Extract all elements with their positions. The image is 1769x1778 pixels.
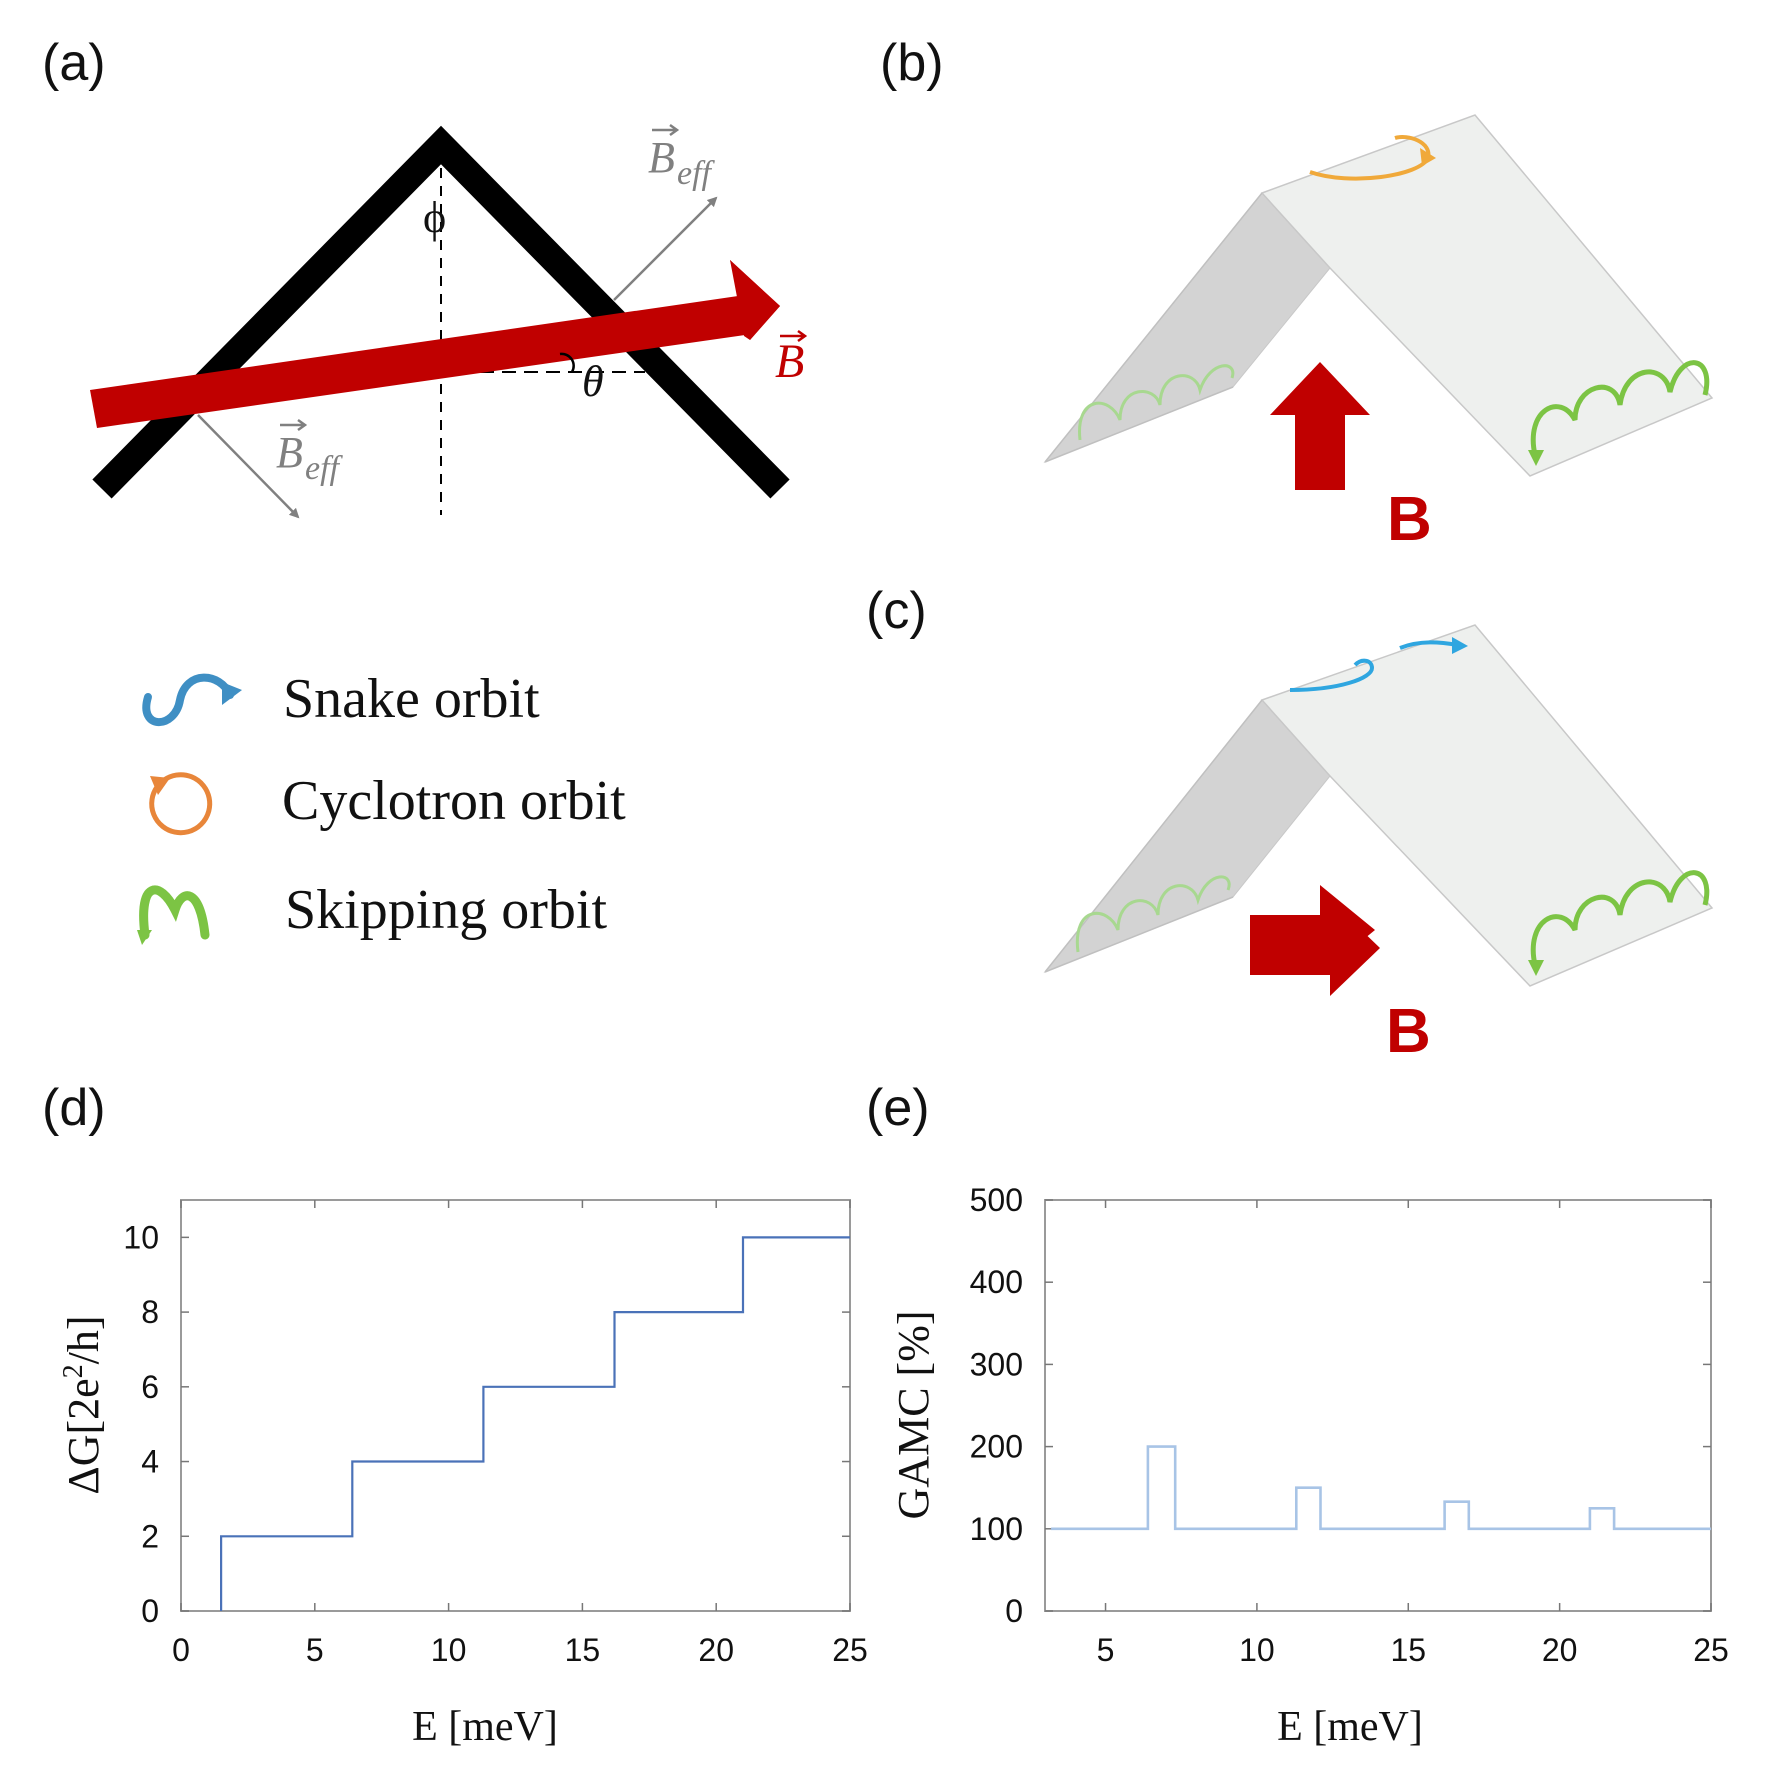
x-tick-label: 5 xyxy=(1097,1632,1115,1668)
theta-label: θ xyxy=(582,357,604,406)
b-field-label: B xyxy=(775,329,808,388)
panel-c-diagram: B xyxy=(1043,624,1714,1066)
y-axis-label: GAMC [%] xyxy=(889,1311,938,1520)
plot-frame xyxy=(180,1199,851,1612)
x-tick-label: 0 xyxy=(172,1632,190,1668)
x-tick-label: 20 xyxy=(698,1632,734,1668)
field-arrow-up xyxy=(1270,362,1370,490)
panel-b-diagram: B xyxy=(1043,114,1714,554)
beff-label-lower: B eff xyxy=(276,418,344,487)
cyclotron-orbit-icon xyxy=(1309,135,1436,181)
svg-text:eff: eff xyxy=(305,450,344,487)
x-axis-label: E [meV] xyxy=(1277,1704,1423,1750)
series-line xyxy=(1051,1445,1711,1531)
x-tick-label: 10 xyxy=(431,1632,467,1668)
panel-label-b: (b) xyxy=(880,34,944,92)
field-arrow-head-fill xyxy=(730,260,780,340)
panel-label-c: (c) xyxy=(866,582,927,640)
field-label: B xyxy=(1386,997,1431,1066)
svg-text:eff: eff xyxy=(677,155,716,192)
y-tick-label: 100 xyxy=(970,1511,1023,1547)
plot-frame xyxy=(1044,1199,1712,1612)
legend-label: Skipping orbit xyxy=(285,879,607,941)
y-tick-labels: 0 2 4 6 8 10 xyxy=(123,1219,159,1629)
svg-text:B: B xyxy=(276,428,303,477)
panel-label-e: (e) xyxy=(866,1079,930,1137)
x-tick-label: 25 xyxy=(832,1632,868,1668)
x-tick-label: 15 xyxy=(565,1632,601,1668)
beff-arrow-lower xyxy=(197,414,300,519)
snake-orbit-icon xyxy=(142,673,242,727)
x-tick-labels: 0 5 10 15 20 25 xyxy=(172,1632,868,1668)
legend-item-cyclotron: Cyclotron orbit xyxy=(149,770,626,836)
y-tick-label: 200 xyxy=(970,1429,1023,1465)
legend-item-skipping: Skipping orbit xyxy=(137,879,607,945)
vector-arrow-icon xyxy=(652,123,680,137)
x-axis-label: E [meV] xyxy=(412,1704,558,1750)
panel-label-a: (a) xyxy=(42,34,106,92)
legend-label: Cyclotron orbit xyxy=(282,770,626,832)
legend-item-snake: Snake orbit xyxy=(142,668,540,730)
beff-label-upper: B eff xyxy=(648,123,716,192)
tick-marks xyxy=(180,1200,851,1612)
svg-text:B: B xyxy=(648,133,675,182)
y-tick-label: 10 xyxy=(123,1219,159,1255)
orbit-legend: Snake orbit Cyclotron orbit Skipping orb… xyxy=(137,668,626,945)
x-tick-label: 25 xyxy=(1693,1632,1729,1668)
vector-arrow-icon xyxy=(780,329,808,343)
chart-d-conductance: 0 5 10 15 20 25 0 2 4 6 8 10 E [meV] ΔG[2e2/h] xyxy=(58,1199,868,1750)
skipping-orbit-icon xyxy=(1075,875,1231,953)
svg-text:B: B xyxy=(775,335,804,388)
wedge-left-face xyxy=(1043,192,1331,464)
tick-marks xyxy=(1045,1199,1712,1612)
phi-label: ϕ xyxy=(423,193,446,242)
y-tick-label: 300 xyxy=(970,1346,1023,1382)
x-tick-label: 20 xyxy=(1542,1632,1578,1668)
panel-a-diagram: ϕ θ B B eff B eff xyxy=(90,123,808,519)
series-line xyxy=(220,1236,850,1611)
skipping-orbit-icon xyxy=(1528,870,1710,976)
y-tick-label: 500 xyxy=(970,1182,1023,1218)
x-tick-label: 10 xyxy=(1239,1632,1275,1668)
chart-e-gamc: 5 10 15 20 25 0 100 200 300 400 500 E [meV] GAMC … xyxy=(889,1182,1729,1750)
theta-arc xyxy=(559,352,575,373)
y-tick-label: 8 xyxy=(141,1294,159,1330)
y-tick-label: 6 xyxy=(141,1369,159,1405)
y-tick-label: 0 xyxy=(1005,1593,1023,1629)
y-tick-label: 2 xyxy=(141,1518,159,1554)
y-tick-label: 400 xyxy=(970,1264,1023,1300)
y-axis-label: ΔG[2e2/h] xyxy=(58,1315,108,1494)
y-tick-labels: 0 100 200 300 400 500 xyxy=(970,1182,1023,1629)
y-tick-label: 0 xyxy=(141,1593,159,1629)
skipping-orbit-icon xyxy=(137,885,210,945)
skipping-orbit-icon xyxy=(1078,364,1235,441)
x-tick-labels: 5 10 15 20 25 xyxy=(1097,1632,1729,1668)
skipping-orbit-icon xyxy=(1528,360,1710,466)
x-tick-label: 5 xyxy=(306,1632,324,1668)
field-arrow-right-fill xyxy=(1250,900,1380,996)
y-tick-label: 4 xyxy=(141,1444,159,1480)
vector-arrow-icon xyxy=(280,418,308,432)
x-tick-label: 15 xyxy=(1390,1632,1426,1668)
field-arrow-shaft xyxy=(90,296,745,428)
snake-orbit-icon xyxy=(1289,637,1468,692)
cyclotron-orbit-icon xyxy=(149,772,213,836)
beff-arrow-upper xyxy=(613,196,718,301)
legend-label: Snake orbit xyxy=(283,668,540,730)
panel-label-d: (d) xyxy=(42,1079,106,1137)
field-label: B xyxy=(1387,485,1432,554)
